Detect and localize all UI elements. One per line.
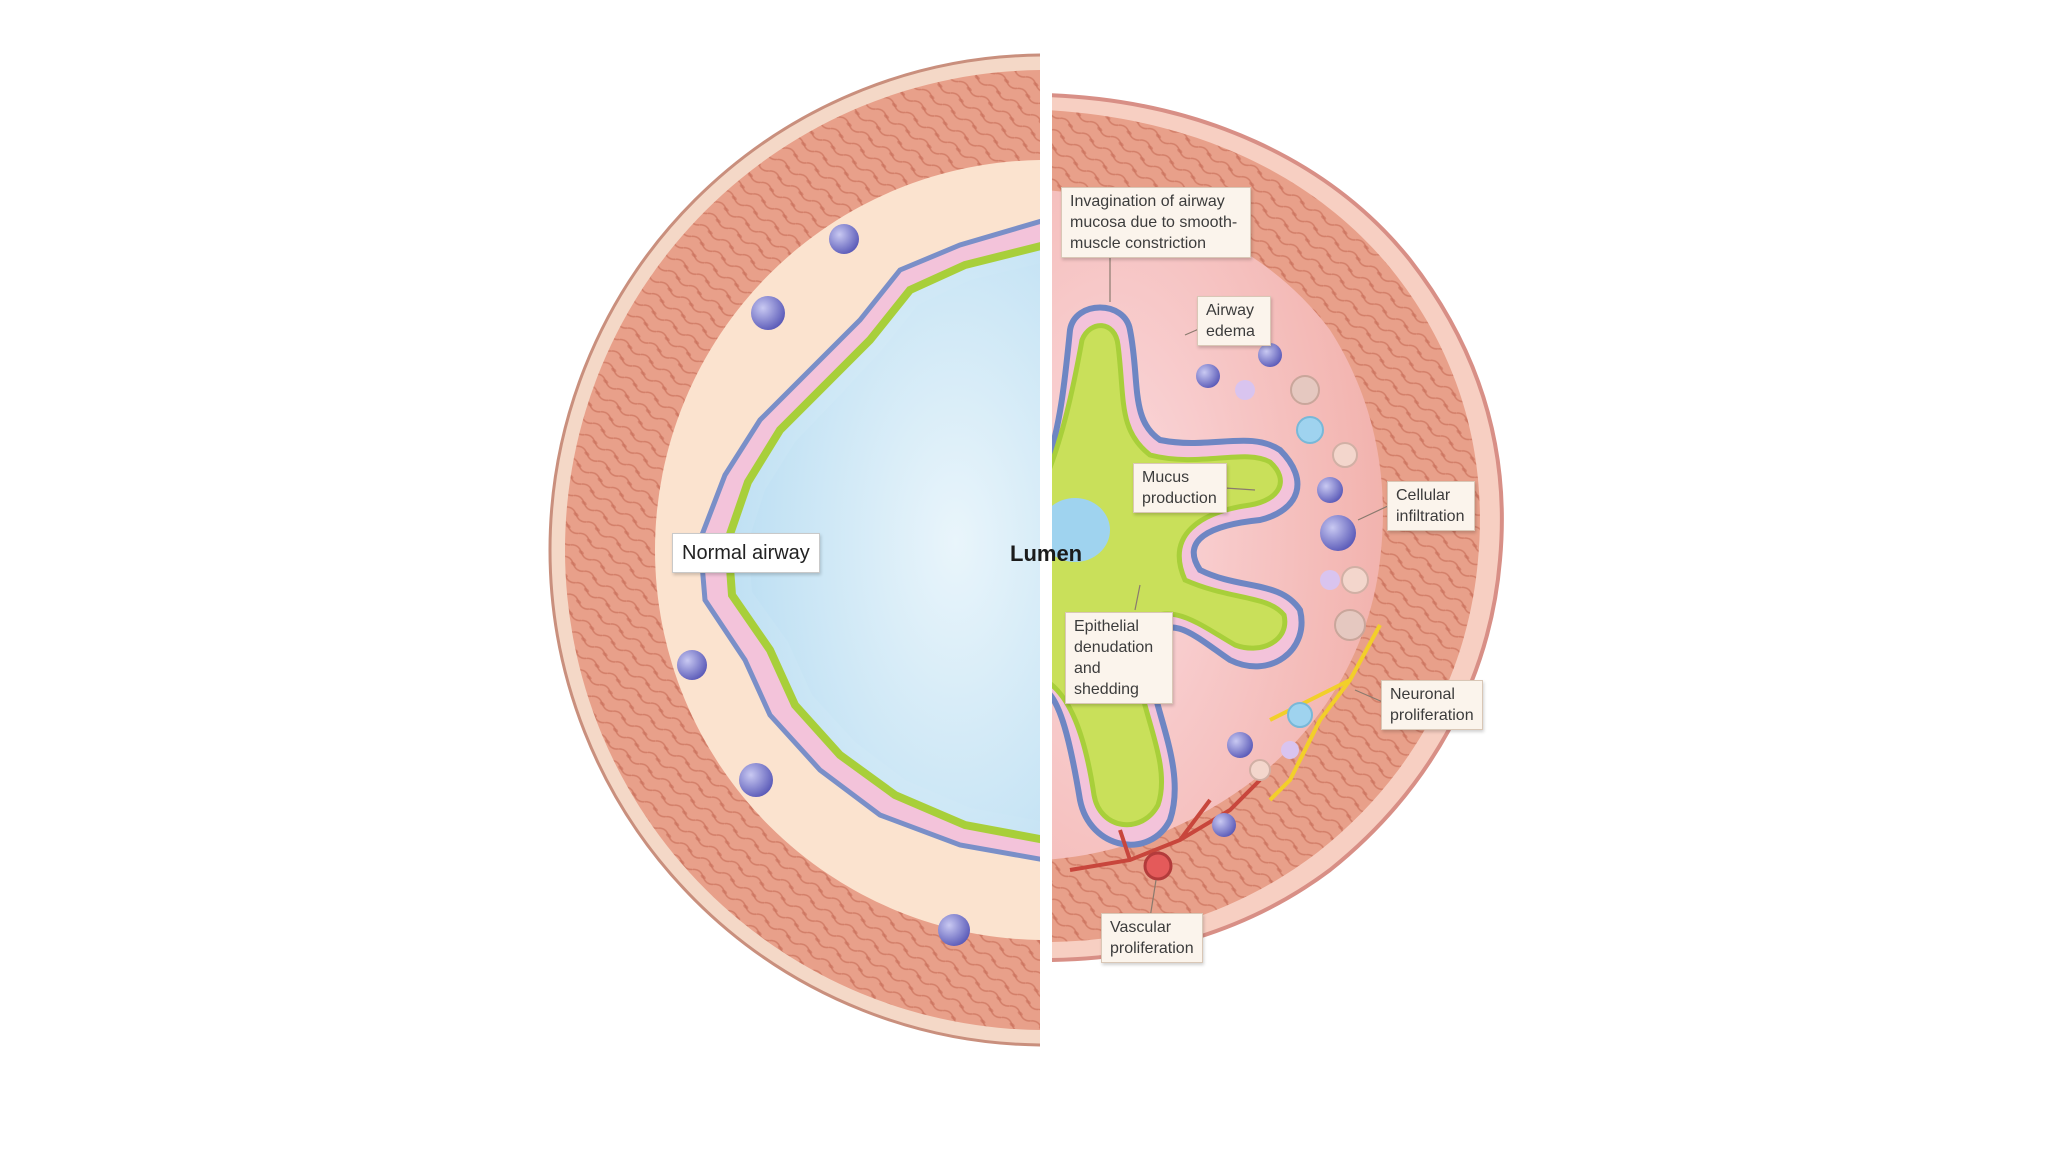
airway-edema-label: Airway edema (1197, 296, 1271, 346)
lumen-label: Lumen (1010, 541, 1082, 567)
cellular-infiltration-label: Cellular infiltration (1387, 481, 1475, 531)
mucus-production-label: Mucus production (1133, 463, 1227, 513)
vascular-proliferation-label: Vascular proliferation (1101, 913, 1203, 963)
epithelial-denudation-label: Epithelial denudation and shedding (1065, 612, 1173, 704)
invagination-label: Invagination of airway mucosa due to smo… (1061, 187, 1251, 258)
normal-airway-label: Normal airway (672, 533, 820, 573)
neuronal-proliferation-label: Neuronal proliferation (1381, 680, 1483, 730)
